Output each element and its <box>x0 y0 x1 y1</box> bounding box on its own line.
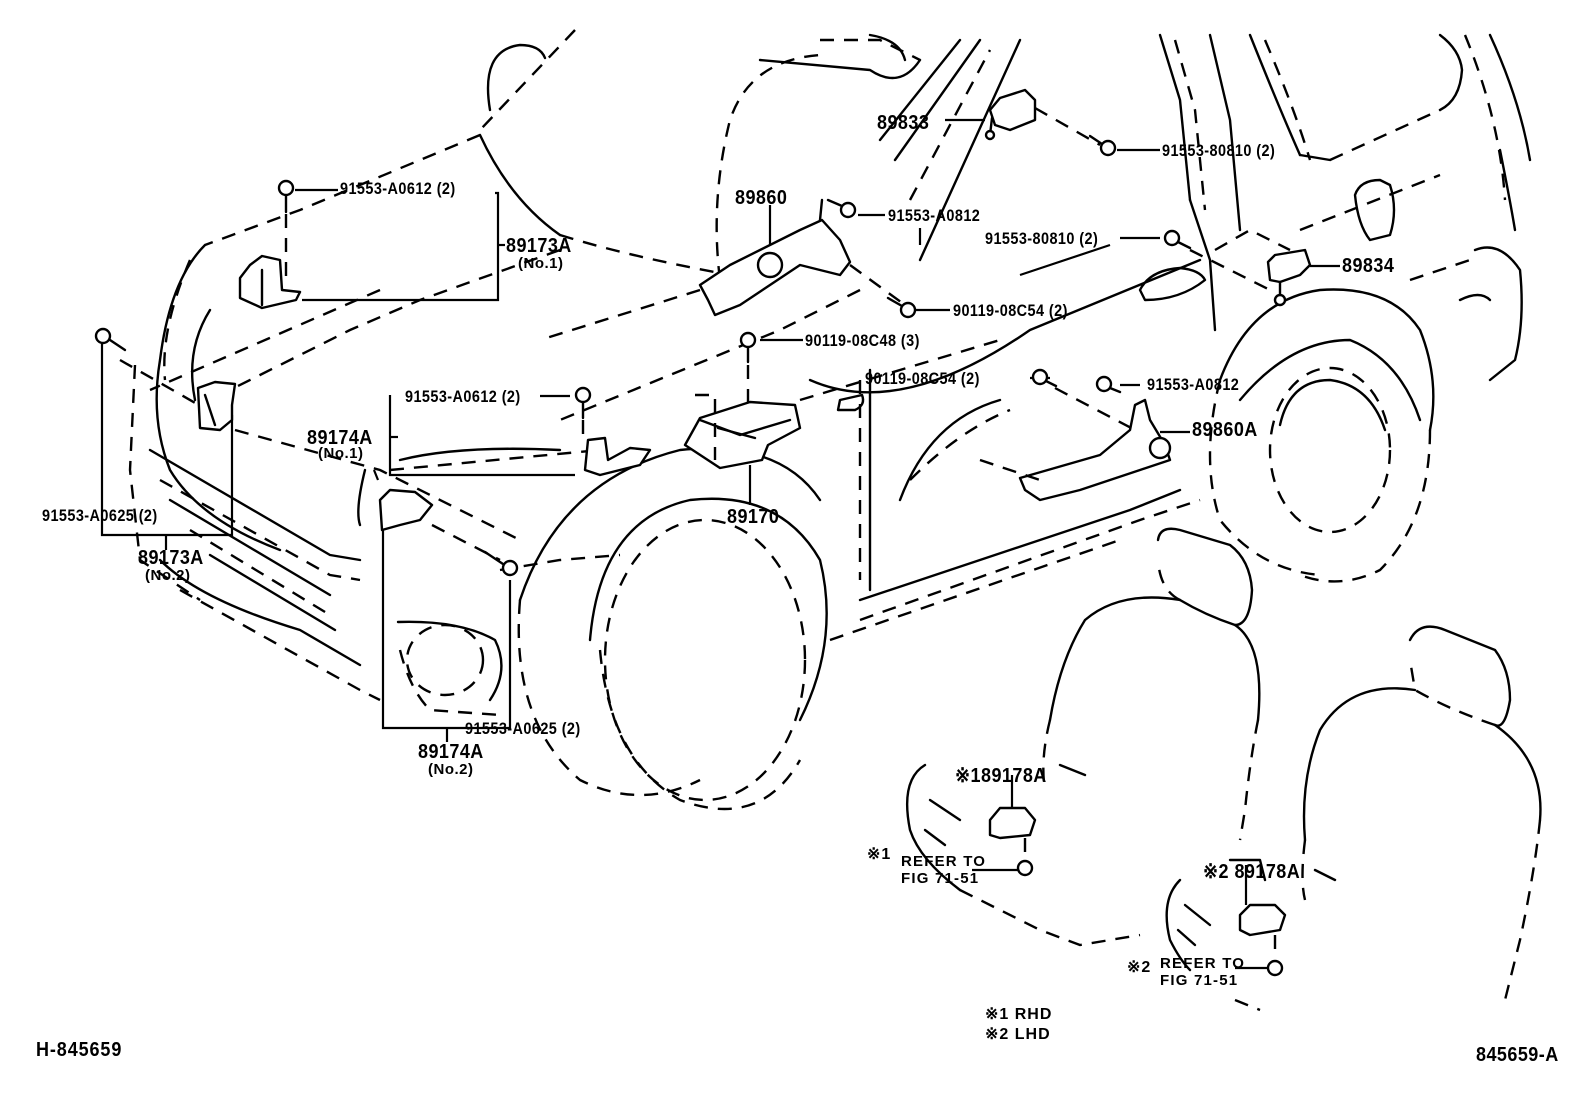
part-label-89173A-no1: 89173A <box>506 235 572 257</box>
bolt-91553-A0612-top <box>277 179 295 214</box>
rhd-figure-reference[interactable]: REFER TO FIG 71-51 <box>901 853 986 887</box>
legend: ※1 RHD ※2 LHD <box>985 1005 1052 1045</box>
sensor-89833 <box>984 88 1037 141</box>
bolt-91553-80810-upper <box>1088 134 1117 157</box>
part-label-89178A-rhd: ※189178A <box>955 765 1047 787</box>
fastener-label-91553-80810-upper: 91553-80810 (2) <box>1162 141 1276 160</box>
sensor-89174A-no1 <box>583 436 652 477</box>
fastener-label-90119-08C54-lower: 90119-08C54 (2) <box>865 369 980 388</box>
figure-number-text: FIG 71-51 <box>1160 972 1239 989</box>
bolt-91553-A0812-top <box>826 198 857 219</box>
fastener-label-91553-80810-lower: 91553-80810 (2) <box>985 229 1099 248</box>
fastener-label-91553-A0812-top: 91553-A0812 <box>888 206 981 225</box>
sensor-89860A <box>1018 398 1172 502</box>
sensor-89174A-no2 <box>378 488 434 532</box>
part-sublabel-89173A-no2: (No.2) <box>145 567 191 584</box>
sensor-89178A-rhd <box>988 806 1037 877</box>
lhd-reference-mark: ※2 <box>1127 959 1152 976</box>
part-sublabel-89173A-no1: (No.1) <box>518 255 564 272</box>
drawing-code: H-845659 <box>36 1039 123 1061</box>
bolt-90119-08C54-lower <box>1031 368 1058 388</box>
sensor-89173A-no1 <box>238 254 302 310</box>
fastener-label-91553-A0812-right: 91553-A0812 <box>1147 375 1240 394</box>
fastener-label-91553-A0612-mid: 91553-A0612 (2) <box>405 387 521 406</box>
figure-code: 845659-A <box>1476 1044 1559 1066</box>
fastener-label-91553-A0612-top: 91553-A0612 (2) <box>340 179 456 198</box>
bolt-90119-08C54-upper <box>886 296 917 319</box>
legend-rhd: ※1 RHD <box>985 1006 1053 1023</box>
part-label-89170: 89170 <box>727 506 780 528</box>
fastener-label-91553-A0625-bottom: 91553-A0625 (2) <box>465 719 581 738</box>
sensor-89834 <box>1266 248 1312 307</box>
bolt-91553-80810-lower <box>1163 229 1192 250</box>
part-label-89833: 89833 <box>877 112 930 134</box>
leader-lines <box>100 118 1340 970</box>
lhd-figure-reference[interactable]: REFER TO FIG 71-51 <box>1160 955 1245 989</box>
fastener-label-90119-08C48: 90119-08C48 (3) <box>805 331 920 350</box>
fastener-label-90119-08C54-upper: 90119-08C54 (2) <box>953 301 1068 320</box>
bolt-91553-A0625-left <box>94 327 127 352</box>
parts-glyphs <box>94 88 1312 977</box>
airbag-ecu-89170 <box>683 400 802 470</box>
refer-to-text: REFER TO <box>901 853 987 870</box>
part-label-89834: 89834 <box>1342 255 1395 277</box>
part-label-89860: 89860 <box>735 187 788 209</box>
sensor-89178A-lhd <box>1238 903 1287 977</box>
bolt-91553-A0812-right <box>1095 375 1122 394</box>
figure-number-text: FIG 71-51 <box>901 870 980 887</box>
sensor-89860 <box>698 198 852 317</box>
part-label-89174A-no2: 89174A <box>418 741 484 763</box>
rhd-reference-mark: ※1 <box>867 846 892 863</box>
part-sublabel-89174A-no1: (No.1) <box>318 445 364 462</box>
bolt-90119-08C48 <box>739 331 757 364</box>
part-label-89174A-no1: 89174A <box>307 427 373 449</box>
sensor-89173A-no2 <box>196 380 237 432</box>
legend-lhd: ※2 LHD <box>985 1026 1051 1043</box>
fastener-label-91553-A0625-left: 91553-A0625 (2) <box>42 506 158 525</box>
bolt-91553-A0625-bottom <box>483 550 519 577</box>
bolt-91553-A0612-mid <box>574 386 592 420</box>
seat-outlines <box>906 527 1542 1012</box>
refer-to-text: REFER TO <box>1160 955 1246 972</box>
part-label-89173A-no2: 89173A <box>138 547 204 569</box>
part-sublabel-89174A-no2: (No.2) <box>428 761 474 778</box>
part-label-89860A: 89860A <box>1192 419 1258 441</box>
vehicle-body-outline <box>119 29 1532 811</box>
part-label-89178A-lhd: ※2 89178A <box>1203 861 1301 883</box>
